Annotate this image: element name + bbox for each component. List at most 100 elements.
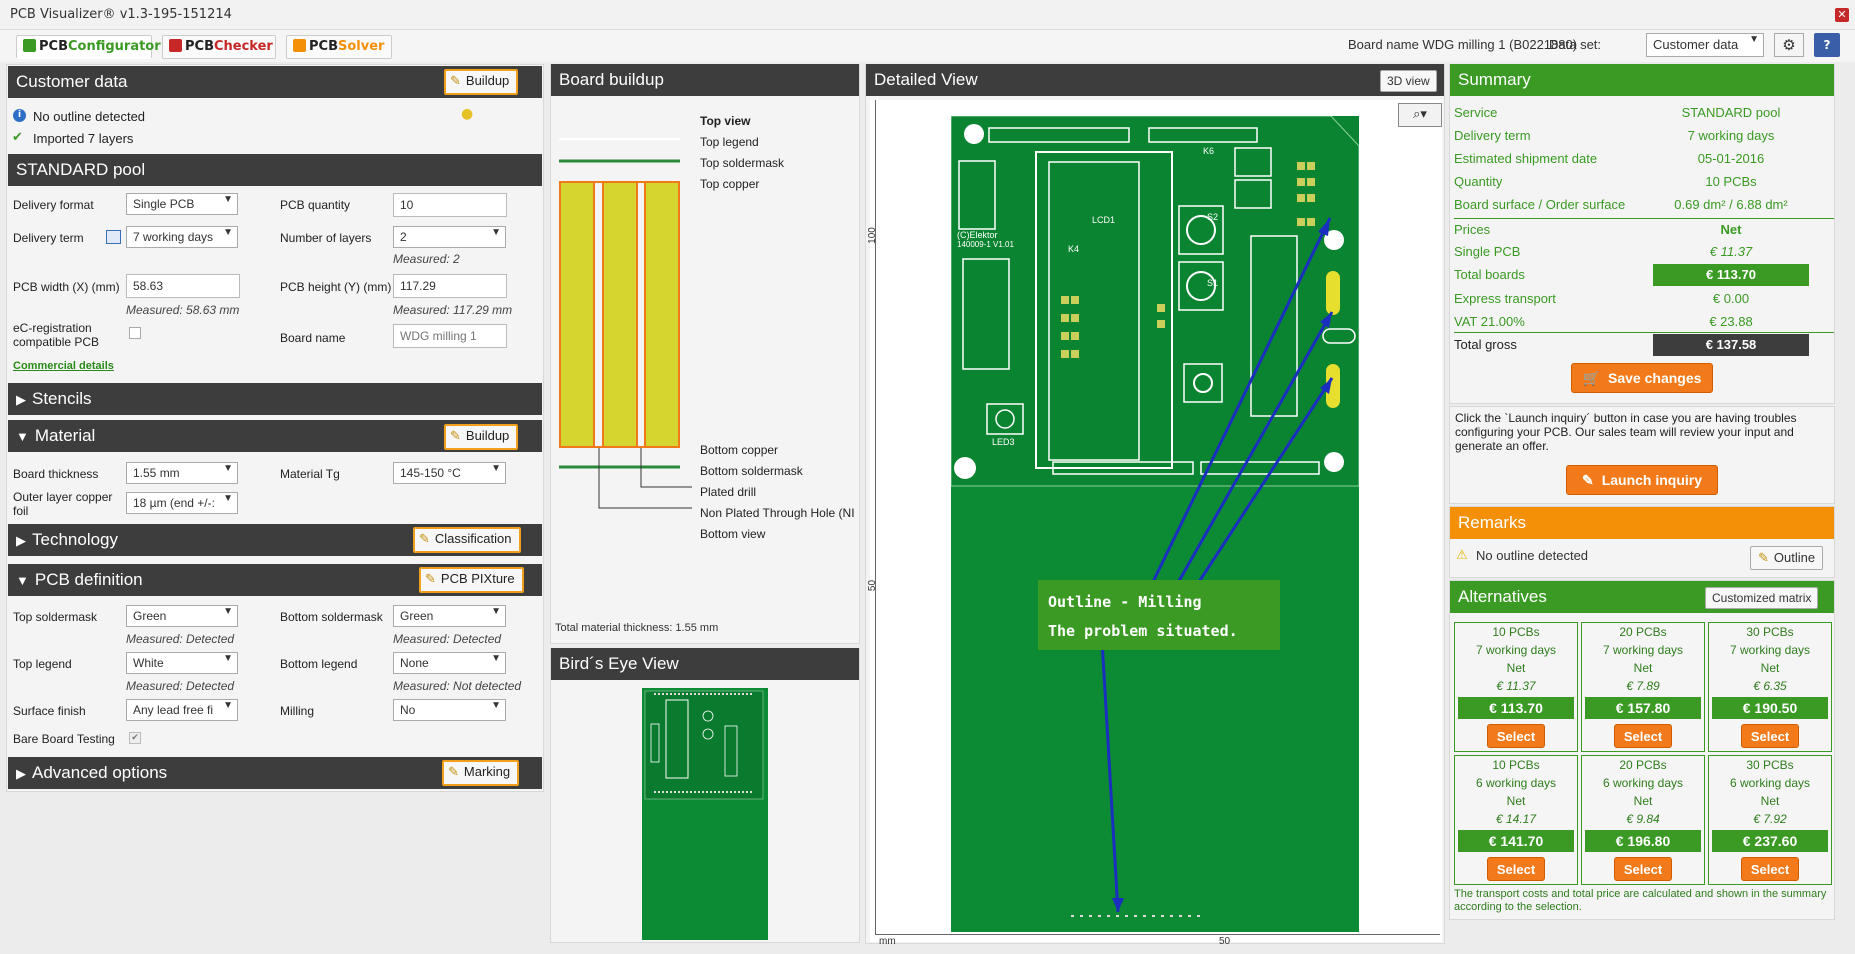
expand-arrow-icon: ▶: [16, 392, 26, 407]
launch-inquiry-button[interactable]: ✎Launch inquiry: [1566, 465, 1718, 495]
summary-value: STANDARD pool: [1681, 105, 1781, 120]
tg-select[interactable]: 145-150 °C▼: [393, 462, 506, 484]
top-mask-select[interactable]: Green▼: [126, 605, 238, 627]
close-icon[interactable]: ✕: [1835, 8, 1849, 22]
summary-value: € 113.70: [1653, 264, 1809, 286]
ec-label-1: eC-registration: [13, 321, 92, 335]
select-value: Single PCB: [133, 197, 195, 211]
solver-logo-icon: [293, 39, 306, 52]
commercial-details-link[interactable]: Commercial details: [13, 360, 114, 372]
bbt-checkbox[interactable]: ✔: [129, 732, 141, 744]
select-value: None: [400, 656, 429, 670]
material-buildup-button[interactable]: ✎Buildup: [444, 424, 519, 450]
pcb-pixture-button[interactable]: ✎PCB PIXture: [419, 567, 524, 593]
select-button[interactable]: Select: [1487, 857, 1545, 881]
chevron-down-icon: ▼: [223, 463, 233, 474]
select-value: Any lead free fi: [133, 703, 214, 717]
wand-icon: ✎: [448, 764, 459, 779]
wand-icon: ✎: [419, 531, 430, 546]
pcb-quantity-input[interactable]: [393, 193, 507, 217]
silk-label: K4: [1068, 244, 1080, 254]
configurator-logo-icon: [23, 39, 36, 52]
summary-value: € 0.00: [1712, 291, 1750, 306]
delivery-format-select[interactable]: Single PCB▼: [126, 193, 238, 215]
ec-label-2: compatible PCB: [13, 335, 100, 349]
birds-eye-pcb[interactable]: [642, 688, 768, 940]
select-button[interactable]: Select: [1487, 724, 1545, 748]
buildup-layer: Top copper: [700, 177, 760, 191]
alt-qty: 20 PCBs: [1619, 625, 1667, 639]
stencils-header[interactable]: ▶Stencils: [8, 383, 542, 415]
silk-label: 140009-1 V1.01: [957, 240, 1014, 249]
copper-select[interactable]: 18 µm (end +/-:▼: [126, 492, 238, 514]
ec-checkbox[interactable]: [129, 327, 141, 339]
gear-icon[interactable]: ⚙: [1774, 33, 1804, 57]
chevron-down-icon: ▼: [491, 227, 501, 238]
select-value: 7 working days: [133, 230, 214, 244]
finish-label: Surface finish: [13, 704, 86, 718]
tab-label: PCB: [309, 39, 338, 54]
classification-button[interactable]: ✎Classification: [413, 527, 521, 553]
bottom-mask-select[interactable]: Green▼: [393, 605, 506, 627]
section-title: Board buildup: [559, 70, 664, 89]
zoom-icon[interactable]: ⌕▾: [1398, 103, 1442, 127]
tab-pcb-checker[interactable]: PCBChecker: [162, 35, 276, 59]
top-toolbar: PCBConfigurator PCBChecker PCBSolver Boa…: [0, 30, 1855, 62]
calendar-icon[interactable]: [106, 230, 121, 244]
select-button[interactable]: Select: [1741, 857, 1799, 881]
ruler-y-tick: 100: [866, 227, 878, 244]
select-value: No: [400, 703, 416, 717]
buildup-button[interactable]: ✎Buildup: [444, 69, 519, 95]
buildup-layer: Top legend: [700, 135, 759, 149]
select-button[interactable]: Select: [1614, 724, 1672, 748]
board-name-input[interactable]: [393, 324, 507, 348]
alt-net: Net: [1506, 794, 1526, 808]
width-measured: Measured: 58.63 mm: [126, 303, 240, 317]
outline-button[interactable]: ✎Outline: [1750, 546, 1824, 570]
3d-view-button[interactable]: 3D view: [1380, 70, 1437, 92]
top-legend-measured: Measured: Detected: [126, 679, 235, 693]
silk-label: S1: [1207, 278, 1219, 288]
tab-pcb-solver[interactable]: PCBSolver: [286, 35, 392, 59]
customer-msg-layers: Imported 7 layers: [33, 131, 134, 146]
customized-matrix-button[interactable]: Customized matrix: [1705, 587, 1819, 609]
delivery-term-label: Delivery term: [13, 231, 84, 245]
tab-label: PCB: [185, 39, 214, 54]
customer-msg-outline: No outline detected: [33, 109, 146, 124]
pcb-quantity-label: PCB quantity: [280, 198, 351, 212]
height-input[interactable]: [393, 274, 507, 298]
height-measured: Measured: 117.29 mm: [393, 303, 513, 317]
dataset-label: Data set:: [1549, 37, 1602, 52]
select-button[interactable]: Select: [1614, 857, 1672, 881]
finish-select[interactable]: Any lead free fi▼: [126, 699, 238, 721]
milling-select[interactable]: No▼: [393, 699, 506, 721]
tab-pcb-configurator[interactable]: PCBConfigurator: [16, 35, 161, 59]
section-title: STANDARD pool: [16, 160, 146, 179]
top-legend-select[interactable]: White▼: [126, 652, 238, 674]
thickness-select[interactable]: 1.55 mm▼: [126, 462, 238, 484]
marking-button[interactable]: ✎Marking: [442, 760, 520, 786]
summary-value: € 23.88: [1709, 314, 1753, 329]
delivery-term-select[interactable]: 7 working days▼: [126, 226, 238, 248]
layers-select[interactable]: 2▼: [393, 226, 506, 248]
annotation-line: Outline - Milling: [1048, 593, 1202, 611]
top-legend-label: Top legend: [13, 657, 72, 671]
save-changes-button[interactable]: 🛒Save changes: [1571, 363, 1713, 393]
chevron-down-icon: ▼: [491, 463, 501, 474]
help-icon[interactable]: ?: [1814, 33, 1840, 57]
width-input[interactable]: [126, 274, 240, 298]
dataset-select[interactable]: Customer data▼: [1646, 33, 1764, 57]
alt-term: 7 working days: [1602, 643, 1684, 657]
bottom-legend-select[interactable]: None▼: [393, 652, 506, 674]
remarks-header: Remarks: [1450, 507, 1834, 539]
alt-unit-price: € 9.84: [1626, 812, 1660, 826]
plated-drill-leader: [640, 448, 692, 488]
button-label: Launch inquiry: [1601, 472, 1703, 488]
select-button[interactable]: Select: [1741, 724, 1799, 748]
alt-total: € 237.60: [1712, 830, 1828, 852]
tab-suffix: Checker: [213, 39, 273, 54]
